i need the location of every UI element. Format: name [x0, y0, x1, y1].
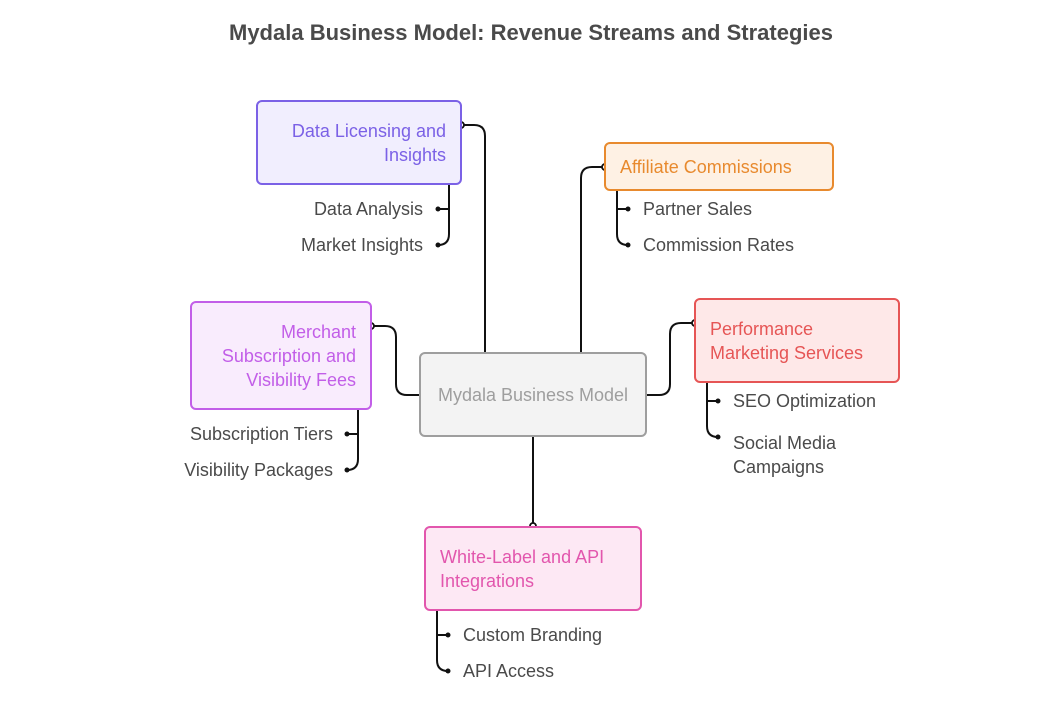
leaf-market-insights: Market Insights: [300, 235, 423, 255]
node-data-licensing[interactable]: Data Licensing and Insights: [256, 100, 462, 185]
center-node-label: Mydala Business Model: [437, 384, 629, 405]
connector-data-analysis: [438, 185, 450, 210]
leaf-commission-rates: Commission Rates: [643, 235, 795, 255]
node-label: Affiliate Commissions: [620, 156, 792, 177]
node-label: Data Licensing and Insights: [291, 120, 446, 165]
connector-custom-branding: [436, 611, 448, 636]
connector-commission-rates: [616, 209, 629, 246]
connector-api-access: [436, 635, 449, 672]
node-affiliate-commissions[interactable]: Affiliate Commissions: [604, 142, 834, 191]
center-node[interactable]: Mydala Business Model: [419, 352, 647, 437]
node-label: White-Label and API Integrations: [440, 546, 605, 591]
connector-subscription-tiers: [347, 410, 359, 435]
connector-social: [706, 401, 719, 438]
node-label: Performance Marketing Services: [710, 318, 864, 363]
diagram-title: Mydala Business Model: Revenue Streams a…: [229, 20, 833, 45]
connector-affiliate: [580, 166, 605, 352]
node-white-label-api[interactable]: White-Label and API Integrations: [424, 526, 642, 611]
connector-market-insights: [437, 209, 450, 246]
leaf-partner-sales: Partner Sales: [643, 199, 753, 219]
node-performance-marketing[interactable]: Performance Marketing Services: [694, 298, 900, 383]
connector-performance: [647, 322, 695, 396]
connector-data-licensing: [462, 124, 486, 352]
node-merchant-subscription[interactable]: Merchant Subscription and Visibility Fee…: [190, 301, 372, 410]
connector-visibility-packages: [346, 434, 359, 471]
leaf-seo-optimization: SEO Optimization: [733, 391, 877, 411]
leaf-visibility-packages: Visibility Packages: [184, 460, 333, 480]
leaf-subscription-tiers: Subscription Tiers: [189, 424, 333, 444]
leaf-api-access: API Access: [463, 661, 555, 681]
node-label: Merchant Subscription and Visibility Fee…: [221, 321, 356, 390]
leaf-data-analysis: Data Analysis: [313, 199, 423, 219]
connector-merchant: [371, 325, 419, 396]
leaf-social-media-campaigns: Social Media Campaigns: [733, 433, 837, 477]
connector-partner-sales: [616, 191, 628, 210]
leaf-custom-branding: Custom Branding: [463, 625, 603, 645]
connector-seo: [706, 383, 718, 402]
